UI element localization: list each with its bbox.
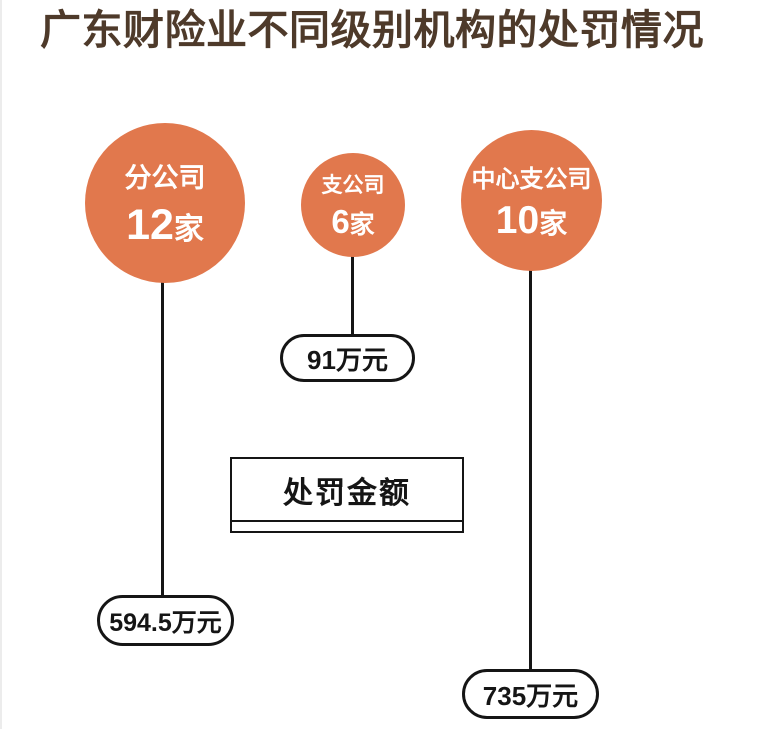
connector-line-central-sub (529, 268, 532, 670)
legend-box-strip (232, 520, 462, 531)
amount-pill-sub: 91万元 (280, 334, 415, 382)
count-number: 10 (495, 198, 540, 242)
count-number: 12 (126, 201, 174, 249)
penalty-amount-label: 处罚金额 (283, 476, 411, 510)
bubble-label: 中心支公司 (471, 165, 592, 193)
bubble-label: 分公司 (124, 163, 206, 193)
amount-pill-branch: 594.5万元 (97, 595, 234, 646)
count-unit: 家 (539, 207, 568, 239)
count-number: 6 (331, 203, 350, 240)
connector-line-branch (161, 282, 164, 596)
connector-line-sub (351, 254, 354, 336)
page-title: 广东财险业不同级别机构的处罚情况 (40, 7, 704, 53)
bubble-label: 支公司 (321, 174, 385, 197)
amount-pill-central-sub: 735万元 (462, 669, 599, 719)
count-unit: 家 (349, 211, 375, 239)
count-unit: 家 (173, 213, 204, 246)
penalty-amount-legend-box: 处罚金额 (230, 457, 464, 533)
